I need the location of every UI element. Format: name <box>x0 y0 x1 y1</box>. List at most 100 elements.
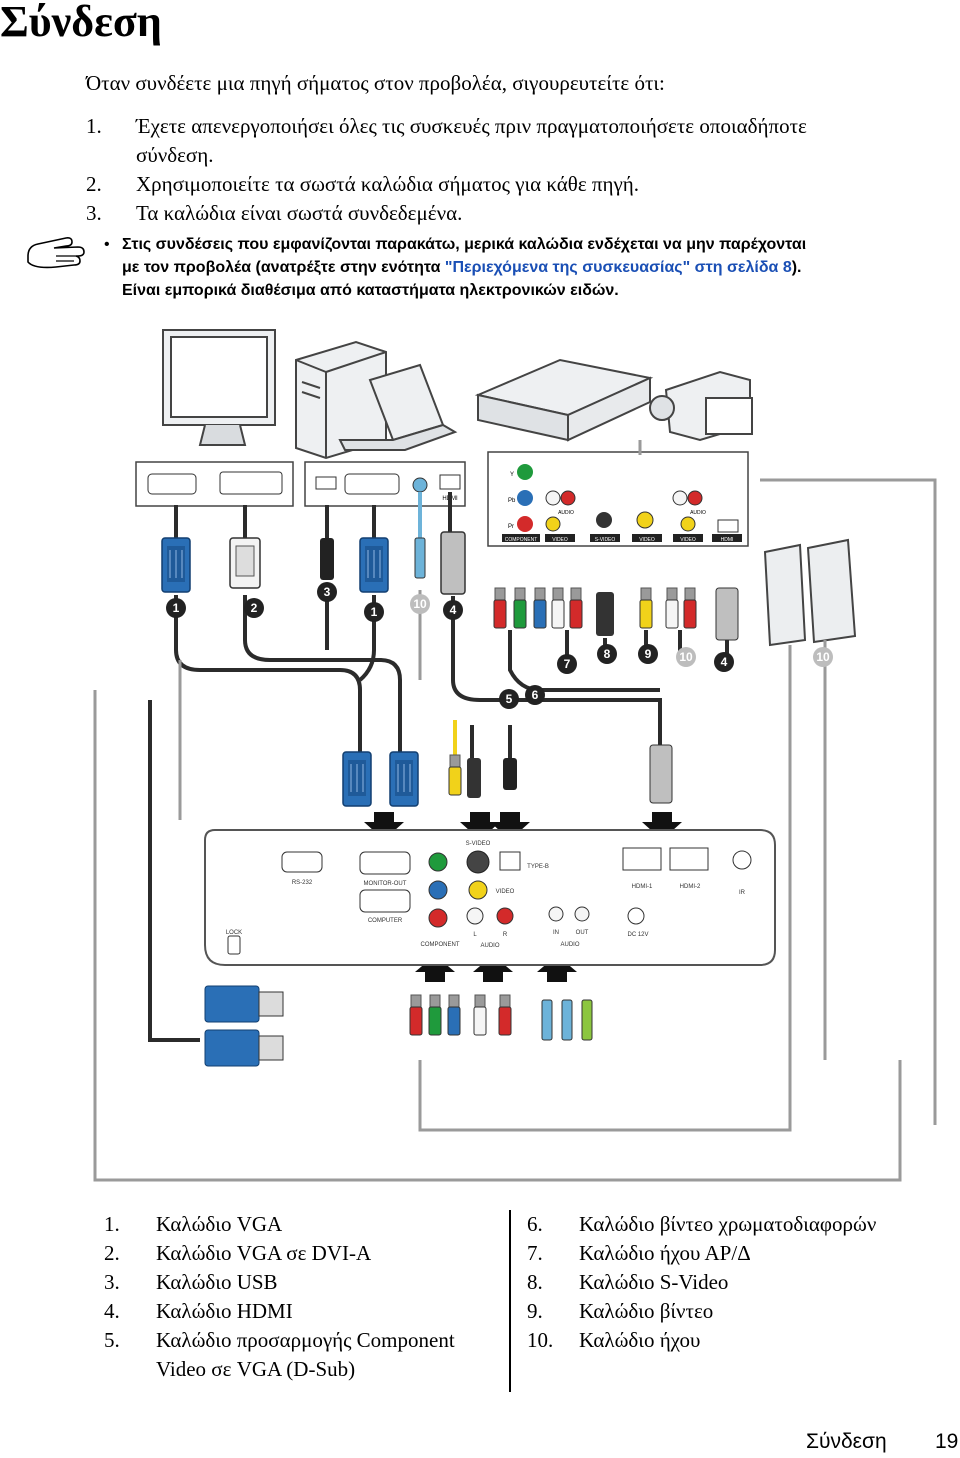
legend-text: Καλώδιο προσαρμογής Component <box>156 1328 455 1352</box>
legend-text: Καλώδιο βίντεο χρωματοδιαφορών <box>579 1212 877 1236</box>
legend-item: 10.Καλώδιο ήχου <box>527 1328 700 1353</box>
video-label: VIDEO <box>552 537 568 543</box>
audio-l-label: L <box>473 932 477 938</box>
projector-port-labels: RS-232 MONITOR-OUT COMPUTER S-VIDEO VIDE… <box>226 841 746 949</box>
callout-5: 5 <box>506 692 513 706</box>
computer-label: COMPUTER <box>368 918 403 924</box>
callout-8: 8 <box>604 647 611 661</box>
av-cables <box>93 440 937 1182</box>
speakers-icon <box>763 538 857 647</box>
video-label: VIDEO <box>680 537 696 543</box>
vga-plug-icon <box>359 537 389 593</box>
page-title: Σύνδεση <box>0 0 162 46</box>
contents-link[interactable]: "Περιεχόμενα της συσκευασίας" στη σελίδα… <box>444 259 792 276</box>
projector-rear-panel <box>204 829 776 966</box>
callout-10: 10 <box>816 650 830 664</box>
audio-label: AUDIO <box>480 943 499 949</box>
legend-item: 8. Καλώδιο S-Video <box>527 1270 728 1295</box>
requirement-text: Τα καλώδια είναι σωστά συνδεδεμένα. <box>136 201 463 225</box>
s-video-plug-icon <box>467 758 481 798</box>
callout-10: 10 <box>679 650 693 664</box>
callout-10: 10 <box>413 597 427 611</box>
av-port-panel: Y Pb Pr COMPONENT VIDEO S-VIDEO VIDEO VI… <box>487 451 749 547</box>
legend-text: Καλώδιο VGA σε DVI-A <box>156 1241 372 1265</box>
dvi-plug-icon <box>229 537 261 589</box>
monitor-out-label: MONITOR-OUT <box>364 881 407 887</box>
usb-plug-icon <box>320 538 334 580</box>
note-line: Είναι εμπορικά διαθέσιμα από καταστήματα… <box>122 282 619 299</box>
legend-item: 2. Καλώδιο VGA σε DVI-A <box>104 1241 371 1266</box>
legend-number: 9. <box>527 1299 543 1323</box>
source-cables <box>174 492 662 760</box>
vga-plug-horizontal-icon <box>204 985 284 1067</box>
callout-2: 2 <box>251 601 258 615</box>
callout-9: 9 <box>645 647 652 661</box>
requirement-item: 1.Έχετε απενεργοποιήσει όλες τις συσκευέ… <box>86 114 807 139</box>
note-text: με τον προβολέα (ανατρέξτε στην ενότητα <box>122 259 445 276</box>
legend-text: Καλώδιο VGA <box>156 1212 283 1236</box>
note-line: με τον προβολέα (ανατρέξτε στην ενότητα … <box>122 259 802 277</box>
intro-text: Όταν συνδέετε μια πηγή σήματος στον προβ… <box>86 71 665 95</box>
monitor-icon <box>162 329 276 446</box>
legend-number: 2. <box>104 1241 120 1265</box>
ir-label: IR <box>739 890 746 896</box>
legend-text: Καλώδιο S-Video <box>579 1270 729 1294</box>
computer-port-panel <box>135 461 294 507</box>
footer-section-name: Σύνδεση <box>806 1430 887 1453</box>
audio-out-label: OUT <box>576 930 589 936</box>
legend-number: 8. <box>527 1270 543 1294</box>
rs232-label: RS-232 <box>292 880 313 886</box>
legend-number: 3. <box>104 1270 120 1294</box>
pr-label: Pr <box>508 524 514 530</box>
callout-6: 6 <box>532 688 539 702</box>
connection-arrows <box>364 812 682 982</box>
requirement-item: 3.Τα καλώδια είναι σωστά συνδεδεμένα. <box>86 201 462 226</box>
video-label: VIDEO <box>639 537 655 543</box>
legend-text-continued: Video σε VGA (D-Sub) <box>156 1357 356 1381</box>
legend-text: Καλώδιο βίντεο <box>579 1299 714 1323</box>
legend-item: 4. Καλώδιο HDMI <box>104 1299 293 1324</box>
callout-1: 1 <box>173 601 180 615</box>
footer-page-number: 19 <box>935 1430 959 1453</box>
callout-4: 4 <box>721 655 728 669</box>
legend-number: 1. <box>104 1212 120 1236</box>
lock-label: LOCK <box>226 930 242 936</box>
audio-label: AUDIO <box>558 510 574 516</box>
legend-number: 6. <box>527 1212 543 1236</box>
audio-label: AUDIO <box>560 942 579 948</box>
vga-plug-icon <box>342 751 372 807</box>
legend-item: 7.Καλώδιο ήχου ΑΡ/Δ <box>527 1241 751 1266</box>
legend-text: Καλώδιο USB <box>156 1270 278 1294</box>
note-bullet: • <box>104 236 110 253</box>
connection-diagram: HDMI Y Pb Pr COMPONENT VIDEO S-VIDEO VID… <box>93 329 937 1182</box>
lower-rca-plugs <box>409 994 593 1041</box>
y-label: Y <box>510 472 514 478</box>
legend-item: 3. Καλώδιο USB <box>104 1270 278 1295</box>
component-label: COMPONENT <box>421 942 460 948</box>
requirement-item: 2.Χρησιμοποιείτε τα σωστά καλώδια σήματο… <box>86 172 639 197</box>
audio-label: AUDIO <box>690 510 706 516</box>
requirement-number: 1. <box>86 114 102 138</box>
component-rca-plugs <box>493 587 739 641</box>
requirement-text-continued: σύνδεση. <box>136 143 214 167</box>
note-text: ). <box>791 259 802 276</box>
dc-12v-label: DC 12V <box>627 932 648 938</box>
legend-number: 4. <box>104 1299 120 1323</box>
video-label: VIDEO <box>496 889 515 895</box>
hdmi-1-label: HDMI-1 <box>632 884 653 890</box>
legend-item: 9. Καλώδιο βίντεο <box>527 1299 713 1324</box>
legend-number: 5. <box>104 1328 120 1352</box>
legend-text: Καλώδιο ήχου ΑΡ/Δ <box>579 1241 751 1265</box>
laptop-icon <box>338 363 458 451</box>
audio-r-label: R <box>503 932 508 938</box>
camcorder-icon <box>649 370 753 442</box>
requirement-number: 2. <box>86 172 102 196</box>
legend-item: 5. Καλώδιο προσαρμογής Component <box>104 1328 455 1353</box>
legend-item: 1. Καλώδιο VGA <box>104 1212 282 1237</box>
legend-text: Καλώδιο ήχου <box>579 1328 701 1352</box>
pointing-hand-icon <box>27 237 85 269</box>
s-video-label: S-VIDEO <box>595 537 616 543</box>
legend-text: Καλώδιο HDMI <box>156 1299 293 1323</box>
audio-in-label: IN <box>553 930 559 936</box>
callout-3: 3 <box>324 585 331 599</box>
